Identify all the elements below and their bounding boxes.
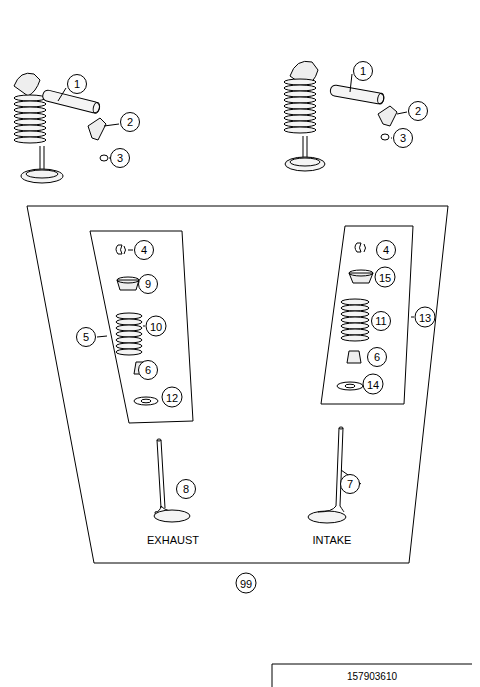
spring-coil	[14, 113, 46, 119]
callout-circle: 13	[415, 307, 436, 328]
callout-circle: 14	[363, 374, 384, 395]
callout-number: 1	[74, 78, 80, 90]
callout-circle: 3	[110, 148, 130, 168]
spring-coil	[341, 335, 369, 341]
callout-circle: 2	[120, 112, 140, 132]
spring-coil	[14, 95, 46, 101]
callout-circle: 99	[236, 573, 257, 594]
callout-number: 9	[145, 278, 151, 290]
callout-number: 7	[347, 478, 353, 490]
exhaust-set-frame	[90, 231, 193, 423]
callout-number: 2	[415, 105, 421, 117]
spring-coil	[284, 121, 316, 127]
spring-coil	[116, 349, 142, 355]
spring-coil	[116, 331, 142, 337]
callout-number: 12	[166, 391, 178, 403]
label-text: 157903610	[347, 671, 397, 682]
intake-valve-assembly	[284, 61, 397, 171]
spring-coil	[284, 103, 316, 109]
callout-circle: 1	[67, 74, 87, 94]
spring-coil	[14, 107, 46, 113]
valve-label: EXHAUST	[145, 534, 201, 546]
spring-coil	[14, 125, 46, 131]
callout-number: 4	[383, 244, 389, 256]
callout-number: 1	[360, 65, 366, 77]
callout-circle: 4	[134, 240, 154, 260]
callout-number: 6	[374, 351, 380, 363]
spring-coil	[14, 101, 46, 107]
drawing-number-box: 157903610	[345, 671, 399, 682]
callout-circle: 5	[76, 327, 96, 347]
callout-circle: 12	[162, 387, 183, 408]
spring-coil	[284, 91, 316, 97]
callout-number: 13	[419, 311, 431, 323]
spring-coil	[341, 299, 369, 305]
callout-circle: 4	[376, 240, 396, 260]
callout-number: 14	[367, 378, 379, 390]
spring-coil	[341, 305, 369, 311]
spring-coil	[116, 337, 142, 343]
spring-coil	[341, 317, 369, 323]
callout-number: 10	[150, 320, 162, 332]
intake-set-frame	[321, 226, 413, 404]
callout-number: 6	[145, 364, 151, 376]
label-text: EXHAUST	[147, 534, 199, 546]
callout-number: 5	[83, 331, 89, 343]
spring-coil	[116, 325, 142, 331]
spring-coil	[116, 319, 142, 325]
spring-coil	[284, 85, 316, 91]
callout-number: 3	[117, 152, 123, 164]
callout-number: 8	[183, 483, 189, 495]
spring-coil	[284, 109, 316, 115]
callout-number: 3	[400, 132, 406, 144]
kit-frame	[27, 206, 448, 563]
spring-coil	[116, 313, 142, 319]
spring-coil	[341, 311, 369, 317]
spring-coil	[284, 97, 316, 103]
callout-number: 15	[379, 271, 391, 283]
drawing-number-bracket	[272, 664, 472, 687]
callout-circle: 3	[393, 128, 413, 148]
spring-coil	[14, 131, 46, 137]
callout-number: 99	[240, 577, 252, 589]
spring-coil	[284, 115, 316, 121]
spring-coil	[341, 323, 369, 329]
leader-lines	[58, 74, 414, 489]
callout-circle: 6	[138, 360, 158, 380]
callout-circle: 6	[367, 347, 387, 367]
callout-circle: 11	[371, 311, 391, 331]
spring-coil	[116, 343, 142, 349]
callout-number: 11	[375, 315, 386, 327]
callout-circle: 15	[375, 267, 396, 288]
callout-circle: 2	[408, 101, 428, 121]
callout-circle: 9	[138, 274, 158, 294]
callout-number: 2	[127, 116, 133, 128]
exhaust-valve-assembly	[14, 73, 108, 183]
callout-circle: 10	[146, 316, 167, 337]
label-text: INTAKE	[313, 534, 352, 546]
spring-coil	[14, 119, 46, 125]
valve-label: INTAKE	[311, 534, 354, 546]
spring-coil	[284, 79, 316, 85]
spring-coil	[284, 127, 316, 133]
callout-circle: 7	[340, 474, 360, 494]
spring-coil	[341, 329, 369, 335]
callout-circle: 8	[176, 479, 196, 499]
callout-circle: 1	[353, 61, 373, 81]
callout-number: 4	[141, 244, 147, 256]
spring-coil	[14, 137, 46, 143]
